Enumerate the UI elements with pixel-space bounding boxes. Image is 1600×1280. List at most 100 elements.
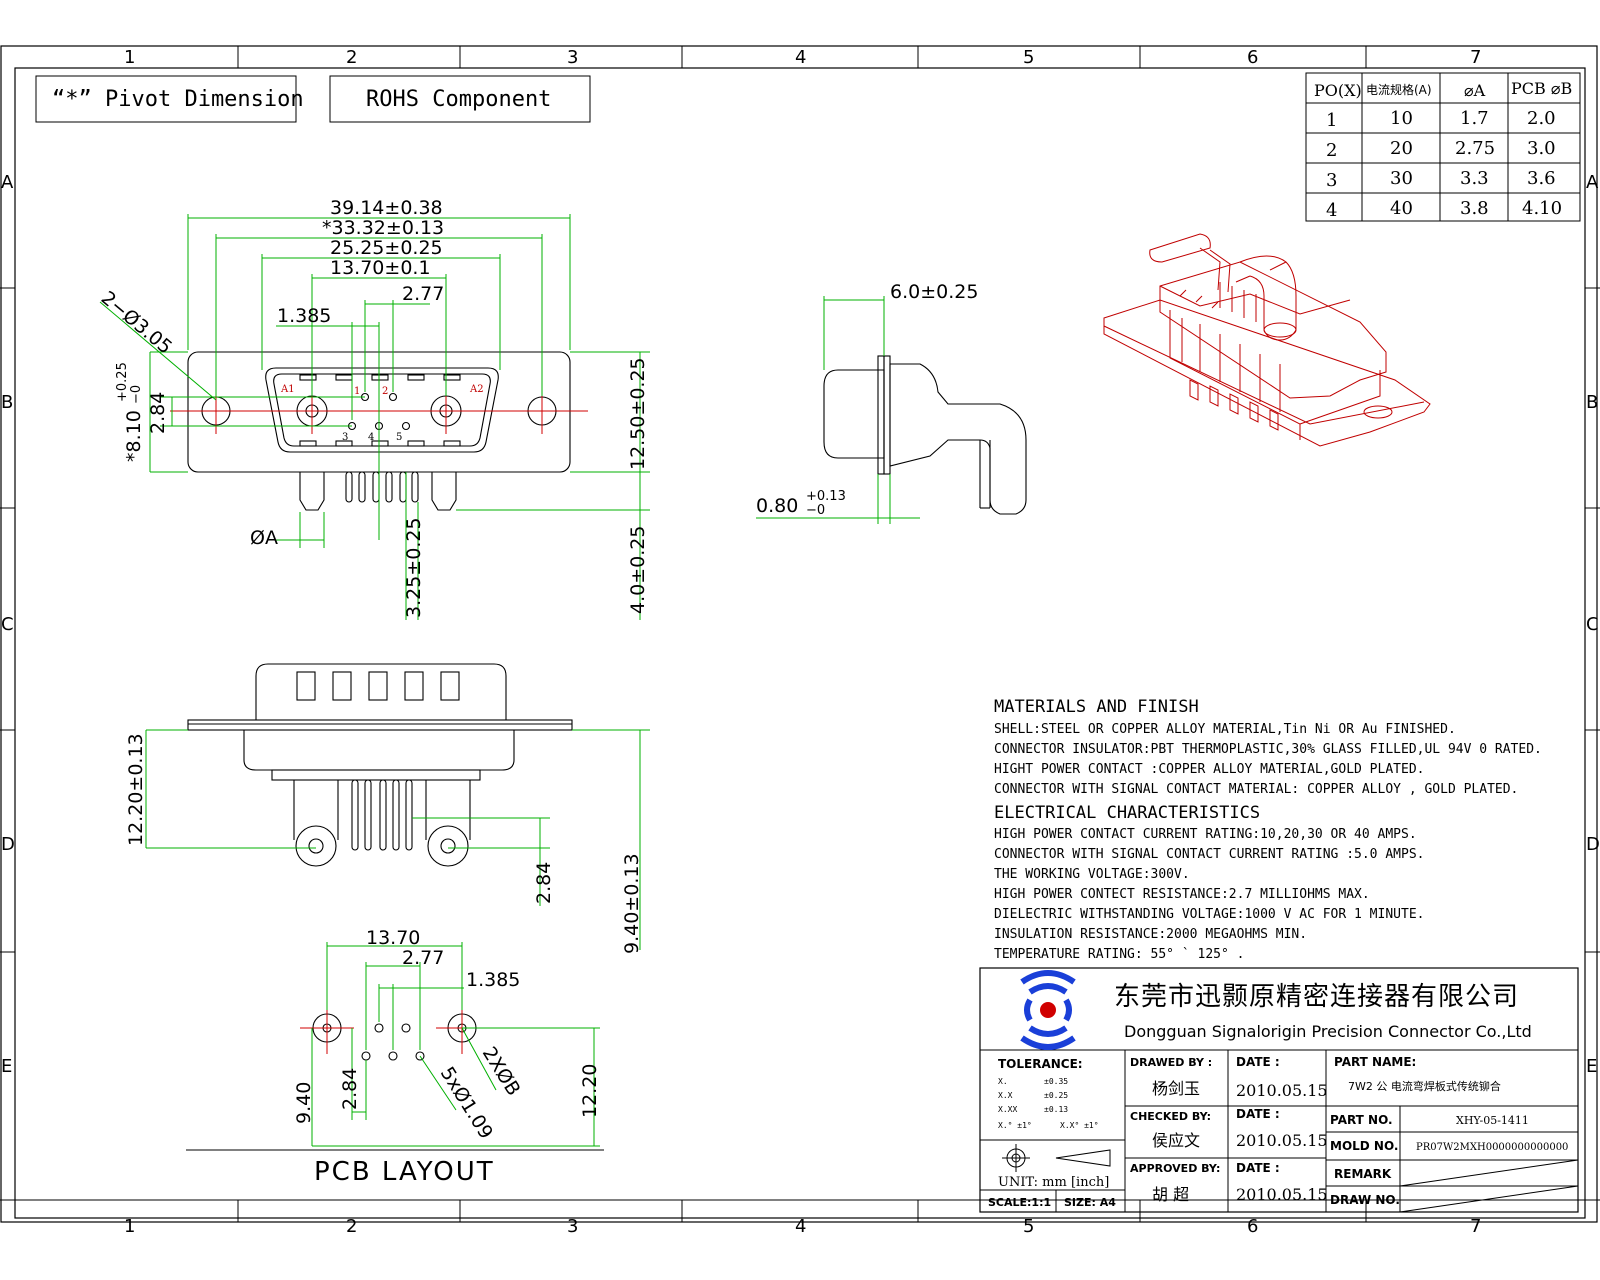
tolerance-label: TOLERANCE: <box>998 1057 1083 1071</box>
dim-flange-tol-upper: +0.13 <box>806 489 846 504</box>
approved-by-label: APPROVED BY: <box>1130 1162 1220 1175</box>
bottom-view: 12.20±0.13 2.84 9.40±0.13 <box>125 663 650 954</box>
tolerance-value: ±0.13 <box>1044 1105 1068 1114</box>
dim-power-pin-length: 4.0±0.25 <box>627 526 649 614</box>
dim-flange-tol-lower: −0 <box>129 385 144 404</box>
svg-text:A: A <box>1586 172 1599 193</box>
dim-flange-tol-lower: −0 <box>806 503 825 518</box>
isometric-view <box>1103 233 1431 447</box>
pcb-layout-title: PCB LAYOUT <box>314 1157 495 1187</box>
svg-text:E: E <box>1 1056 12 1077</box>
dim-height: 12.50±0.25 <box>627 357 649 470</box>
tolerance-key: X. <box>998 1077 1008 1086</box>
note-line: INSULATION RESISTANCE:2000 MEGAOHMS MIN. <box>994 927 1307 942</box>
materials-title: MATERIALS AND FINISH <box>994 697 1199 717</box>
table-cell: 1 <box>1326 110 1337 131</box>
note-line: HIGH POWER CONTECT RESISTANCE:2.7 MILLIO… <box>994 887 1370 902</box>
svg-text:E: E <box>1586 1056 1597 1077</box>
date-value: 2010.05.15 <box>1236 1185 1328 1204</box>
svg-text:B: B <box>1 392 13 413</box>
tolerance-key: X.° ±1° <box>998 1121 1032 1130</box>
dim-half-pitch: 1.385 <box>277 305 331 327</box>
grid-col-labels-top: 1 2 3 4 5 6 7 <box>124 47 1481 68</box>
svg-text:6: 6 <box>1247 47 1258 68</box>
dim-pin-length: 3.25±0.25 <box>403 517 425 618</box>
dim-pitch: 2.77 <box>402 947 444 969</box>
table-cell: 4 <box>1326 200 1337 221</box>
approved-by: 胡 超 <box>1152 1185 1189 1204</box>
mold-no: PR07W2MXH0000000000000 <box>1416 1142 1568 1153</box>
dim-contact-span: 13.70±0.1 <box>330 257 431 279</box>
note-line: CONNECTOR WITH SIGNAL CONTACT MATERIAL: … <box>994 782 1518 797</box>
svg-text:B: B <box>1586 392 1598 413</box>
date-label: DATE : <box>1236 1161 1280 1175</box>
drawing-frame <box>0 45 1600 1223</box>
materials-notes: MATERIALS AND FINISH SHELL:STEEL OR COPP… <box>994 697 1542 797</box>
grid-row-labels-left: A B C D E <box>1 172 15 1077</box>
svg-text:7: 7 <box>1470 47 1481 68</box>
part-no-label: PART NO. <box>1330 1113 1393 1127</box>
unit-label: UNIT: mm [inch] <box>998 1175 1109 1190</box>
table-cell: 3.0 <box>1527 138 1556 159</box>
pin-label: 1 <box>354 386 360 397</box>
electrical-title: ELECTRICAL CHARACTERISTICS <box>994 803 1260 823</box>
title-block: 东莞市迅颢原精密连接器有限公司 Dongguan Signalorigin Pr… <box>979 967 1579 1213</box>
side-view: 6.0±0.25 0.80 +0.13 −0 <box>756 281 1027 524</box>
dim-flange-tol-upper: +0.25 <box>115 362 130 402</box>
note-line: HIGHT POWER CONTACT :COPPER ALLOY MATERI… <box>994 762 1424 777</box>
rohs-tag: ROHS Component <box>329 75 591 123</box>
note-line: HIGH POWER CONTACT CURRENT RATING:10,20,… <box>994 827 1417 842</box>
scale-label: SCALE:1:1 <box>988 1196 1051 1209</box>
dim-right-vertical: 12.20 <box>579 1064 601 1118</box>
table-header-po: PO(X) <box>1314 81 1362 100</box>
svg-text:2: 2 <box>346 1216 357 1237</box>
pin-label: 4 <box>368 432 374 443</box>
dim-offset: 9.40±0.13 <box>621 853 643 954</box>
dim-row-pitch: 2.84 <box>533 862 555 904</box>
mold-no-label: MOLD NO. <box>1330 1139 1398 1153</box>
tolerance-key: X.XX <box>998 1105 1017 1114</box>
pin-label: 2 <box>382 386 388 397</box>
svg-text:7: 7 <box>1470 1216 1481 1237</box>
draw-no-label: DRAW NO. <box>1330 1193 1400 1207</box>
grid-row-labels-right: A B C D E <box>1586 172 1600 1077</box>
table-cell: 40 <box>1390 198 1413 219</box>
table-cell: 1.7 <box>1460 108 1489 129</box>
dim-mount-holes: 2−Ø3.05 <box>97 287 176 359</box>
date-value: 2010.05.15 <box>1236 1081 1328 1100</box>
drawn-by: 杨剑玉 <box>1152 1079 1200 1098</box>
note-line: THE WORKING VOLTAGE:300V. <box>994 867 1190 882</box>
date-value: 2010.05.15 <box>1236 1131 1328 1150</box>
dim-depth: 6.0±0.25 <box>890 281 978 303</box>
note-line: TEMPERATURE RATING: 55° ` 125° . <box>994 947 1244 962</box>
dim-flange-height: *8.10 <box>123 410 145 462</box>
part-name-label: PART NAME: <box>1334 1055 1416 1069</box>
dim-half-pitch: 1.385 <box>466 969 520 991</box>
grid-col-labels-bottom: 1 2 3 4 5 6 7 <box>124 1216 1481 1237</box>
dim-row-pitch: 2.84 <box>339 1068 361 1110</box>
pin-label: A1 <box>280 384 295 395</box>
electrical-notes: ELECTRICAL CHARACTERISTICS HIGH POWER CO… <box>994 803 1424 962</box>
table-cell: 3.8 <box>1460 198 1489 219</box>
note-line: DIELECTRIC WITHSTANDING VOLTAGE:1000 V A… <box>994 907 1424 922</box>
svg-text:4: 4 <box>795 1216 806 1237</box>
tolerance-key: X.X <box>998 1091 1013 1100</box>
table-cell: 3.3 <box>1460 168 1489 189</box>
svg-text:C: C <box>1 614 14 635</box>
table-cell: 3 <box>1326 170 1337 191</box>
pin-label: A2 <box>469 384 484 395</box>
note-line: SHELL:STEEL OR COPPER ALLOY MATERIAL,Tin… <box>994 722 1456 737</box>
svg-text:1: 1 <box>124 1216 135 1237</box>
part-name: 7W2 公 电流弯焊板式传统铆合 <box>1348 1079 1501 1093</box>
table-cell: 30 <box>1390 168 1413 189</box>
projection-symbol <box>1002 1144 1111 1172</box>
svg-text:“*” Pivot Dimension: “*” Pivot Dimension <box>52 87 304 112</box>
dim-power-holes: 2XØB <box>478 1043 525 1100</box>
dim-pivot-width: *33.32±0.13 <box>322 217 444 239</box>
pivot-dimension-tag: “*” Pivot Dimension <box>35 75 304 123</box>
note-line: CONNECTOR WITH SIGNAL CONTACT CURRENT RA… <box>994 847 1424 862</box>
svg-text:A: A <box>1 172 14 193</box>
svg-text:C: C <box>1586 614 1599 635</box>
dim-dia-a: ØA <box>250 527 278 549</box>
